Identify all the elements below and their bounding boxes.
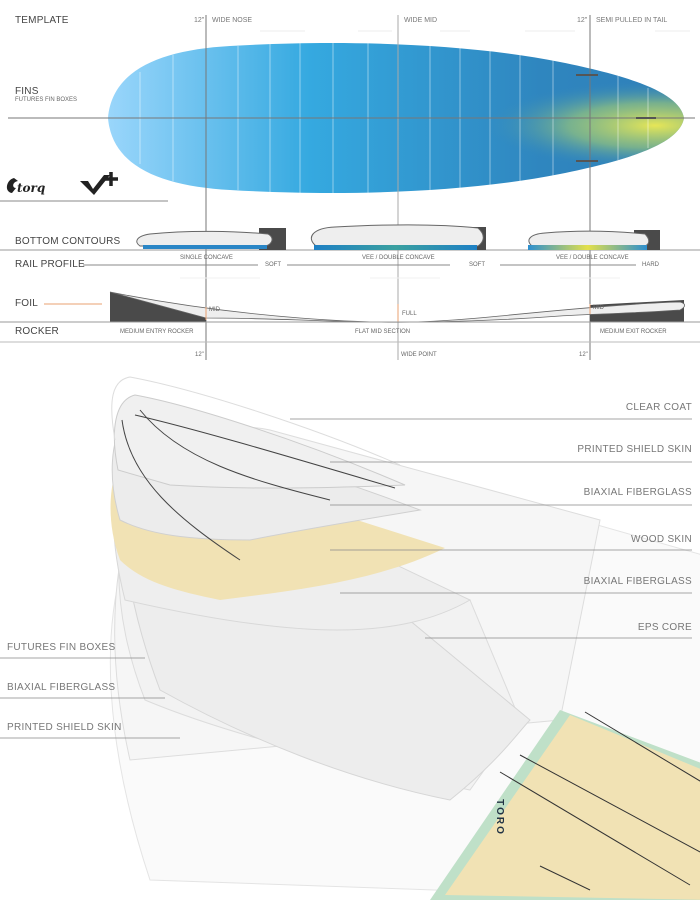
brand-text: TORO (493, 799, 505, 836)
wide-mid-label: WIDE MID (404, 17, 438, 24)
exploded-board (109, 376, 700, 900)
contour-3: VEE / DOUBLE CONCAVE (556, 255, 629, 261)
layer-label-wood-skin: WOOD SKIN (630, 534, 692, 545)
layer-label-biaxial-1: BIAXIAL FIBERGLASS (583, 487, 692, 498)
rocker-label: ROCKER (15, 326, 59, 337)
tail-12-mark: 12" (577, 17, 588, 24)
nose-12-mark: 12" (194, 17, 205, 24)
contour-2: VEE / DOUBLE CONCAVE (362, 255, 435, 261)
tail-label: SEMI PULLED IN TAIL (596, 17, 668, 24)
bottom-mark-3: 12" (579, 352, 588, 358)
fin-marks (576, 74, 656, 162)
fins-sub-label: FUTURES FIN BOXES (15, 97, 78, 103)
svg-text:torq: torq (17, 181, 45, 195)
contour-1: SINGLE CONCAVE (180, 255, 233, 261)
rail-profile-label: RAIL PROFILE (15, 259, 85, 270)
layer-label-biaxial-2: BIAXIAL FIBERGLASS (583, 576, 692, 587)
rail-1: SOFT (265, 262, 281, 268)
layer-label-fin-boxes: FUTURES FIN BOXES (7, 642, 116, 653)
bottom-mark-1: 12" (195, 352, 204, 358)
foil-profile (109, 291, 685, 323)
layer-callout-lines (0, 418, 692, 739)
template-label: TEMPLATE (15, 15, 69, 26)
rail-3: HARD (642, 262, 660, 268)
foil-label: FOIL (15, 298, 39, 309)
layer-label-clear-coat: CLEAR COAT (625, 402, 692, 413)
torq-logo: torq (6, 178, 45, 195)
bottom-contour-shapes (136, 224, 660, 250)
fins-label: FINS (15, 86, 39, 97)
layer-label-printed-shield: PRINTED SHIELD SKIN (577, 444, 692, 455)
foil-2: FULL (402, 311, 417, 317)
vplus-logo (80, 172, 118, 195)
rail-2: SOFT (469, 262, 485, 268)
foil-3: MID (593, 305, 604, 311)
guide-lines (8, 15, 695, 360)
bottom-contours-label: BOTTOM CONTOURS (15, 236, 121, 247)
wide-nose-label: WIDE NOSE (212, 17, 253, 24)
layer-label-eps-core: EPS CORE (637, 622, 692, 633)
rocker-3: MEDIUM EXIT ROCKER (600, 329, 667, 335)
rocker-1: MEDIUM ENTRY ROCKER (120, 329, 194, 335)
foil-1: MID (209, 307, 220, 313)
bottom-mark-2: WIDE POINT (401, 352, 437, 358)
layer-label-bottom-biaxial: BIAXIAL FIBERGLASS (7, 682, 116, 693)
layer-label-bottom-shield: PRINTED SHIELD SKIN (7, 722, 122, 733)
rocker-2: FLAT MID SECTION (355, 329, 411, 335)
